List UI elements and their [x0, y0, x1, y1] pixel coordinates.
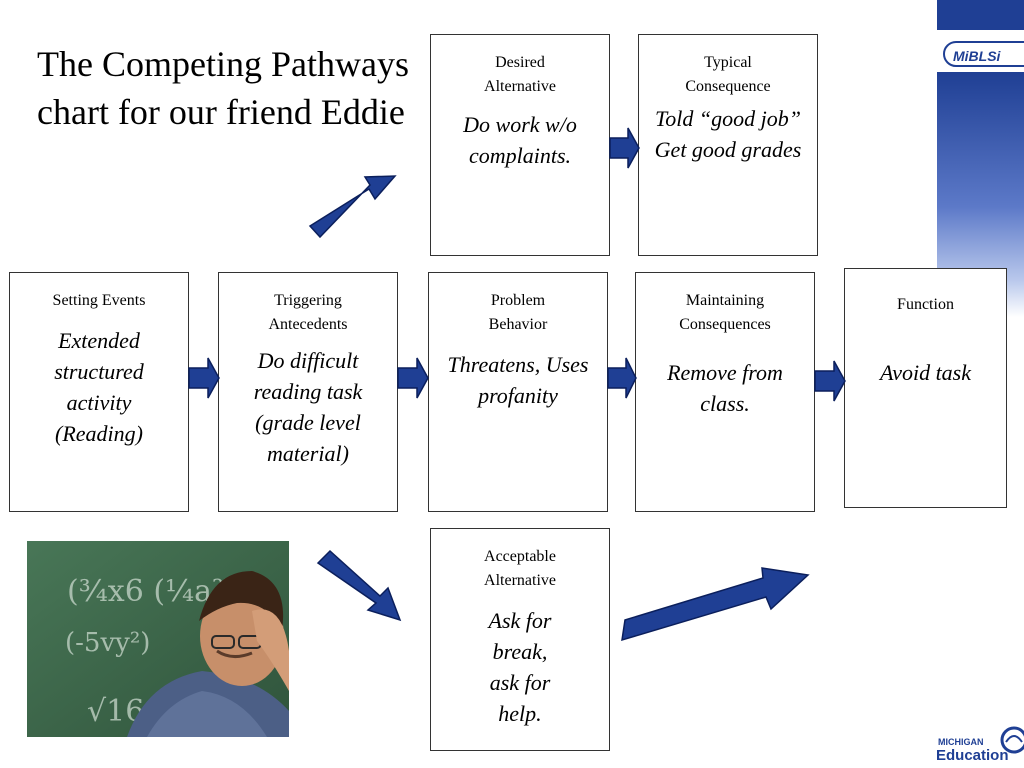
problem-behavior-value: Threatens, Uses profanity [447, 352, 589, 408]
chalk-line-2: (-5vy²) [65, 628, 150, 658]
acceptable-alternative-label: Acceptable Alternative [484, 548, 556, 589]
acceptable-alternative-box: Acceptable Alternative Ask for break, as… [430, 528, 610, 751]
michigan-education-logo: MICHIGAN Education [936, 722, 1024, 768]
desired-alternative-box: Desired Alternative Do work w/o complain… [430, 34, 610, 256]
setting-events-box: Setting Events Extended structured activ… [9, 272, 189, 512]
typical-consequence-box: Typical Consequence Told “good job” Get … [638, 34, 818, 256]
function-label: Function [897, 296, 954, 313]
acceptable-alternative-value: Ask for break, ask for help. [488, 608, 552, 726]
arrow-desired-to-typical [609, 127, 640, 169]
mibls-logo-text: MiBLSi [943, 41, 1024, 67]
triggering-antecedents-value: Do difficult reading task (grade level m… [253, 348, 363, 466]
setting-events-label: Setting Events [52, 292, 146, 309]
typical-consequence-value: Told “good job” Get good grades [654, 106, 802, 162]
arrow-problem-to-maintaining [607, 357, 637, 399]
slide-title: The Competing Pathways chart for our fri… [37, 44, 409, 132]
sidebar-top-band [937, 0, 1024, 30]
student-photo: (¾x6 (¼a²b (-5vy²) √16x² [27, 541, 289, 737]
arrow-setting-to-triggering [188, 357, 220, 399]
triggering-antecedents-box: Triggering Antecedents Do difficult read… [218, 272, 398, 512]
problem-behavior-label: Problem Behavior [488, 292, 548, 333]
maintaining-consequences-label: Maintaining Consequences [679, 292, 771, 333]
michigan-logo-text: MICHIGAN [938, 737, 984, 747]
mibls-logo: MiBLSi [937, 38, 1024, 72]
desired-alternative-value: Do work w/o complaints. [463, 112, 577, 168]
problem-behavior-box: Problem Behavior Threatens, Uses profani… [428, 272, 608, 512]
triggering-antecedents-label: Triggering Antecedents [268, 292, 348, 333]
typical-consequence-label: Typical Consequence [685, 54, 771, 95]
michigan-seal-icon [1000, 726, 1024, 754]
function-box: Function Avoid task [844, 268, 1007, 508]
arrow-acceptable-to-function [621, 567, 810, 642]
arrow-up-to-desired [308, 175, 397, 239]
arrow-triggering-to-problem [397, 357, 429, 399]
education-logo-text: Education [936, 747, 1009, 764]
arrow-down-to-acceptable [316, 549, 402, 622]
maintaining-consequences-value: Remove from class. [667, 360, 783, 416]
function-value: Avoid task [879, 360, 972, 385]
arrow-maintaining-to-function [814, 360, 846, 402]
setting-events-value: Extended structured activity (Reading) [54, 328, 144, 446]
maintaining-consequences-box: Maintaining Consequences Remove from cla… [635, 272, 815, 512]
desired-alternative-label: Desired Alternative [484, 54, 556, 95]
